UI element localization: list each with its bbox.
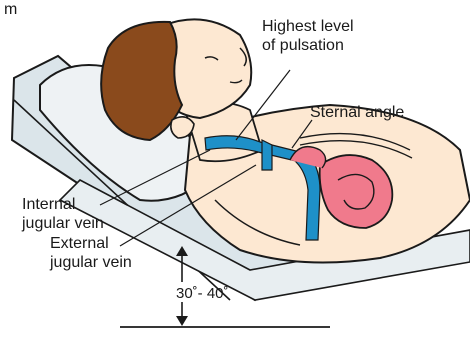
sternal-angle-label: Sternal angle [310,103,404,122]
top-left-fragment-label: m [4,0,17,19]
internal-jugular-label: Internal jugular vein [22,195,104,233]
external-jugular-label: External jugular vein [50,234,132,272]
angle-arrowhead-down [176,316,188,326]
angle-label: 30˚- 40˚ [176,284,229,303]
highest-level-label: Highest level of pulsation [262,17,354,55]
external-jugular-vein [262,140,272,170]
patient-hair [101,22,182,140]
